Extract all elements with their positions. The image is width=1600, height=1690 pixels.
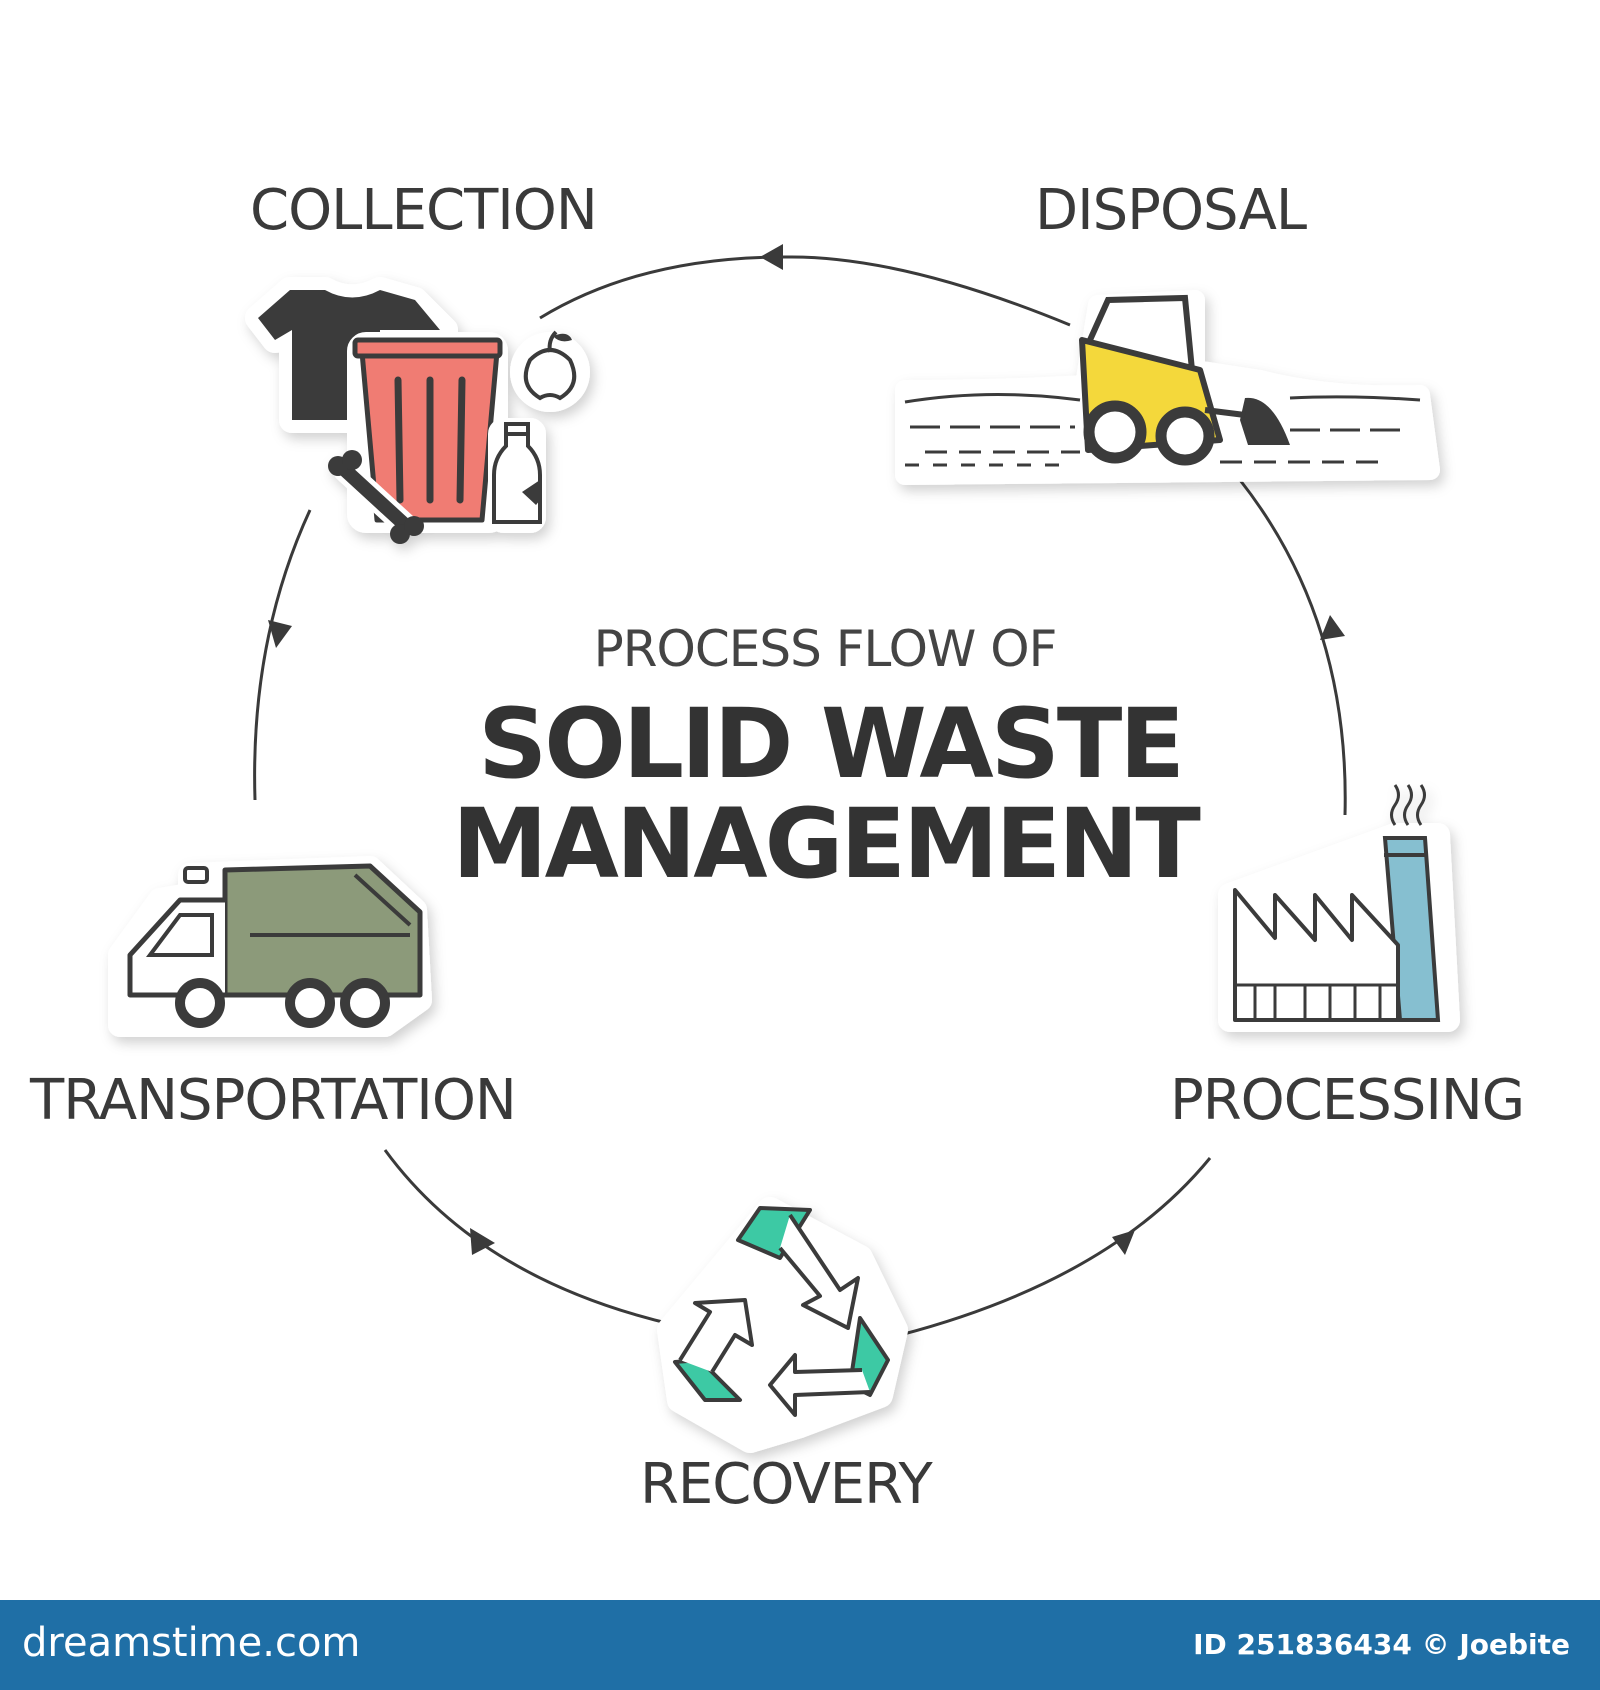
arc-collection-transport <box>253 509 312 801</box>
diagram-title-line1: SOLID WASTE <box>478 688 1185 800</box>
diagram-subtitle: PROCESS FLOW OF <box>593 620 1058 678</box>
arrow-head-icon <box>1320 615 1345 640</box>
arc-recovery-processing <box>899 1157 1212 1337</box>
arrow-head-icon <box>470 1228 495 1255</box>
arc-transport-recovery <box>383 1149 676 1327</box>
step-label-recovery: RECOVERY <box>640 1452 933 1517</box>
arrow-heads <box>268 244 1345 1255</box>
arrow-head-icon <box>1112 1230 1135 1255</box>
watermark-footer: dreamstime.com ID 251836434 © Joebite <box>0 1600 1600 1690</box>
arrow-head-icon <box>760 244 783 270</box>
trash-bin-icon <box>245 277 590 544</box>
diagram-canvas: COLLECTION DISPOSAL TRANSPORTATION PROCE… <box>30 178 1525 1517</box>
step-label-processing: PROCESSING <box>1170 1068 1525 1133</box>
factory-icon <box>1218 784 1460 1032</box>
arrow-head-icon <box>268 620 292 648</box>
bulldozer-icon <box>895 290 1440 485</box>
diagram-title-line2: MANAGEMENT <box>452 788 1201 900</box>
cycle-diagram <box>108 244 1460 1453</box>
footer-brand: dreamstime.com <box>22 1620 361 1666</box>
recycle-icon <box>657 1197 908 1453</box>
step-label-collection: COLLECTION <box>250 178 598 243</box>
step-label-transportation: TRANSPORTATION <box>30 1068 517 1133</box>
garbage-truck-icon <box>108 856 432 1037</box>
arc-processing-disposal <box>1238 479 1347 816</box>
footer-image-id: ID 251836434 © Joebite <box>1193 1628 1570 1661</box>
arc-disposal-collection <box>539 255 1071 327</box>
cycle-arcs <box>253 255 1347 1337</box>
step-label-disposal: DISPOSAL <box>1035 178 1307 243</box>
